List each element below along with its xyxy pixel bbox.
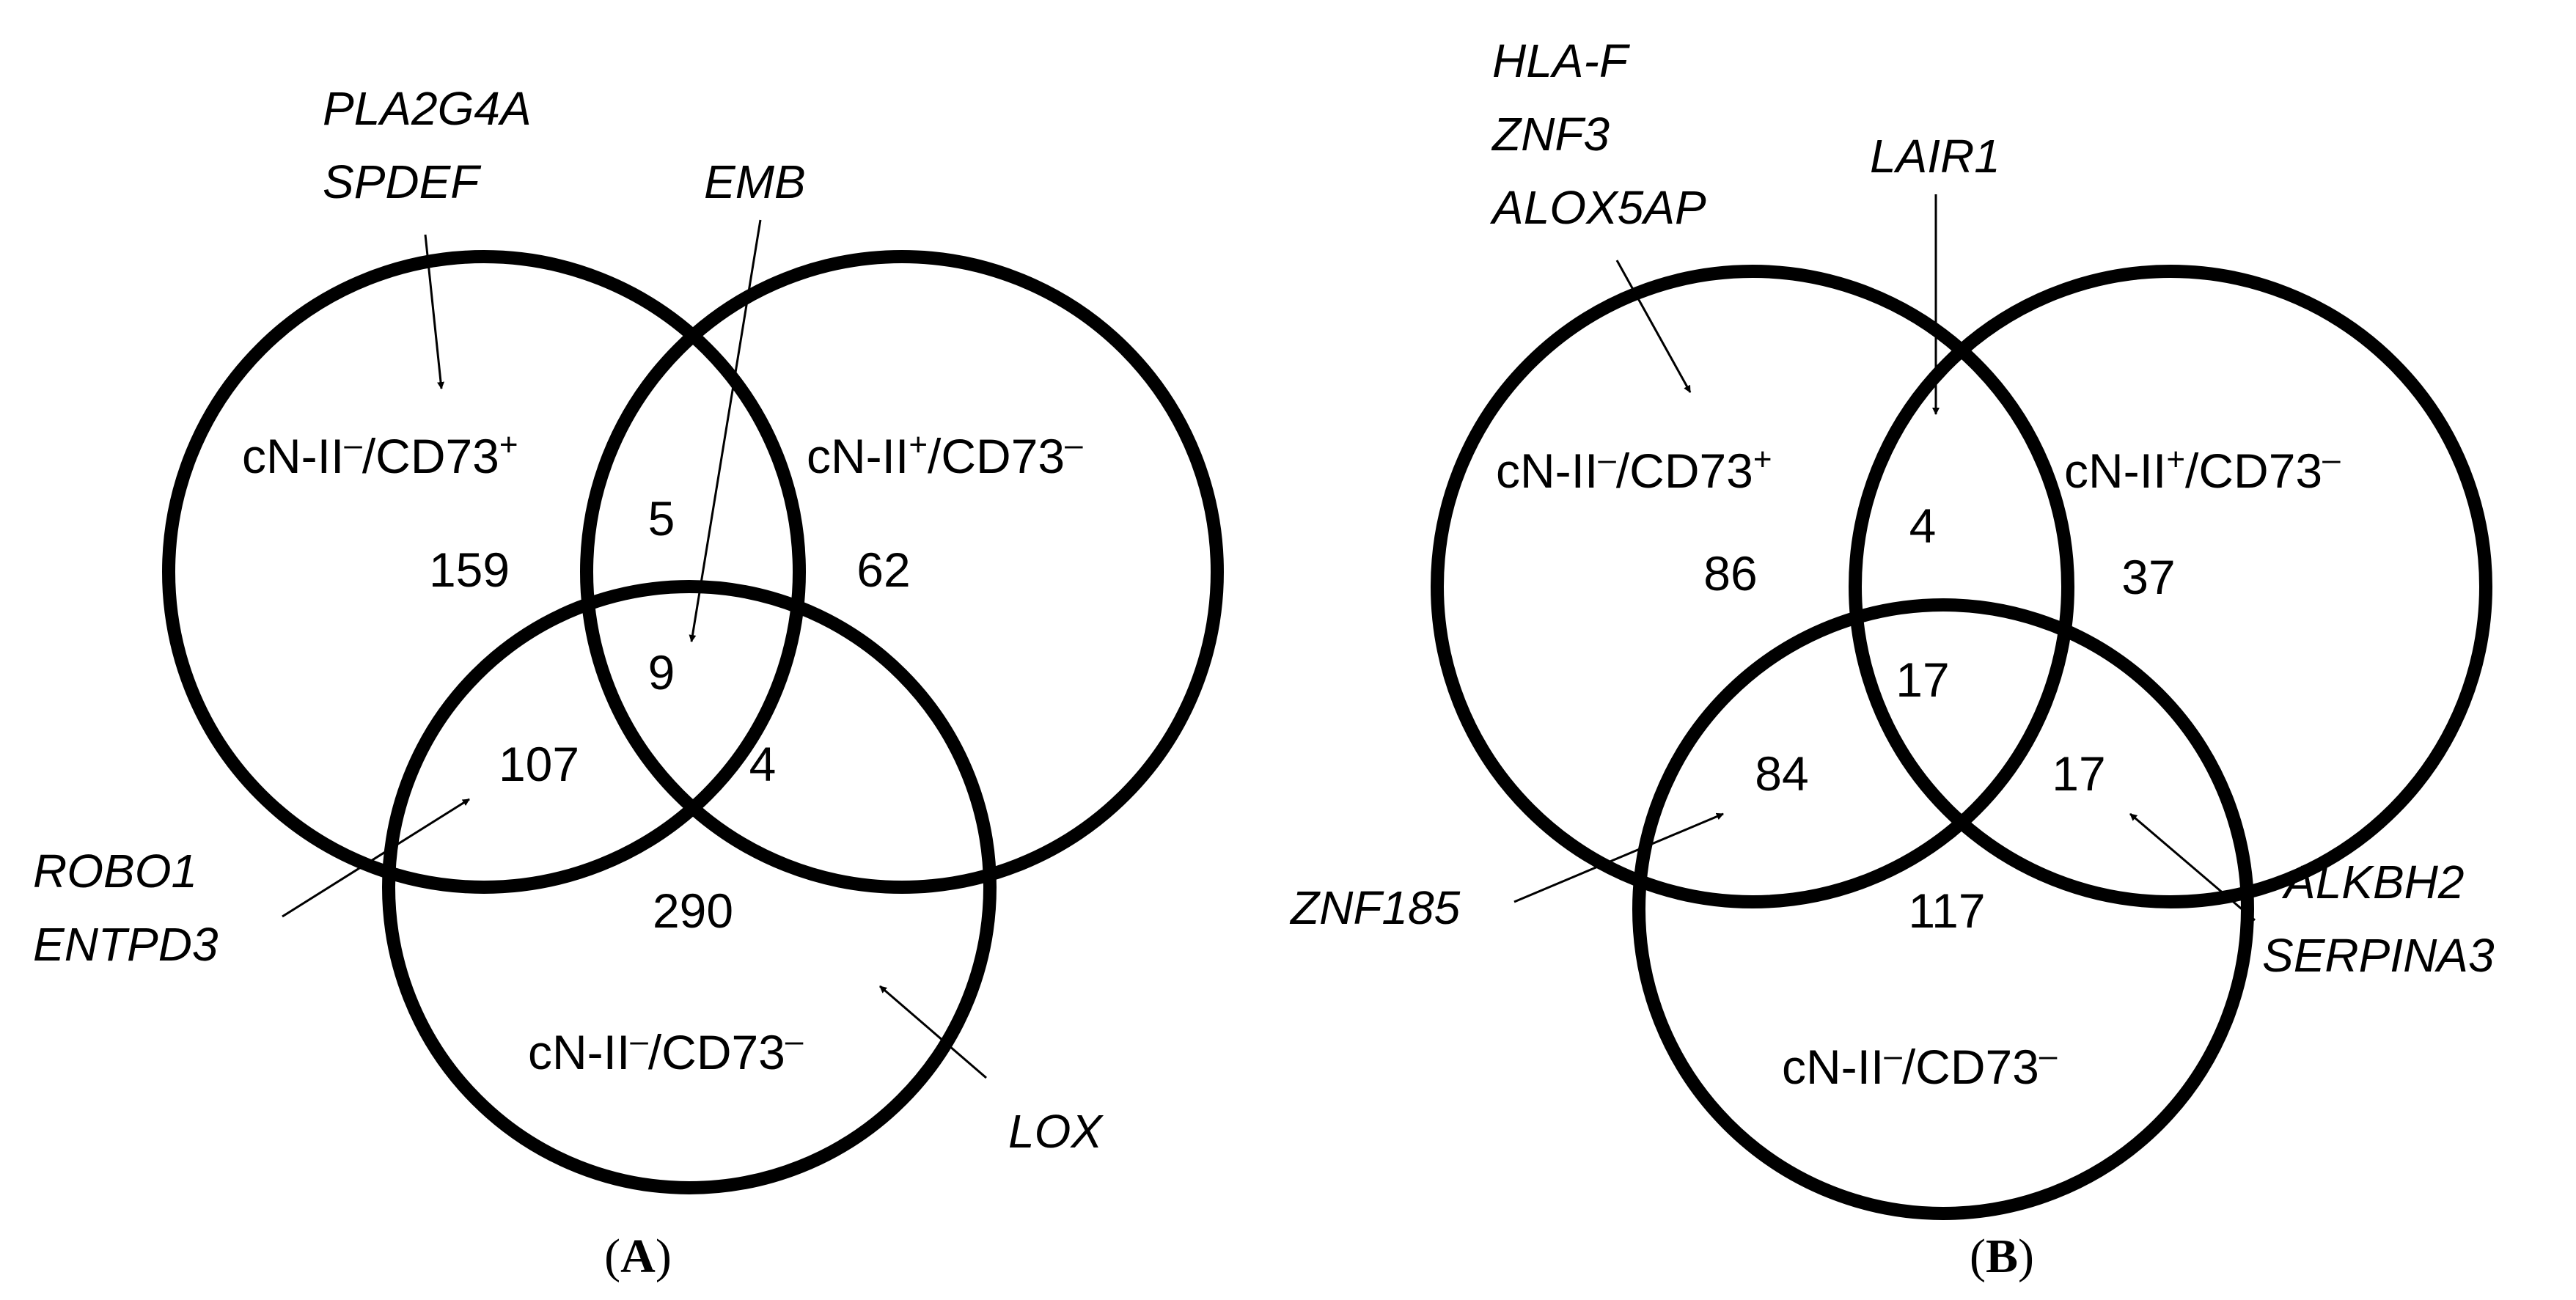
gene-label: ROBO1 [33,845,197,897]
set-label-left: cN-II–/CD73+ [1496,441,1772,498]
count-left-bottom: 107 [499,737,579,791]
arrow-pointer [424,234,445,389]
gene-label: SERPINA3 [2262,929,2495,982]
gene-label: ALOX5AP [1489,181,1706,234]
set-label-right: cN-II+/CD73– [807,427,1083,483]
set-circle-bottom [382,580,997,1194]
set-label-bottom: cN-II–/CD73– [1782,1038,2058,1094]
set-circle-right [1849,265,2492,908]
count-right-bottom: 17 [2052,746,2105,801]
arrow-pointer [282,798,470,918]
gene-label: ENTPD3 [33,918,219,971]
count-left-only: 159 [429,543,510,597]
gene-label: EMB [704,155,806,208]
count-right-only: 37 [2121,550,2175,604]
gene-label: LOX [1008,1105,1104,1158]
gene-label: ALKBH2 [2281,856,2464,908]
count-left-only: 86 [1703,546,1757,601]
set-circle-bottom [1632,598,2254,1220]
set-circle-left [162,250,806,894]
count-right-only: 62 [856,543,910,597]
gene-label: HLA-F [1492,34,1631,87]
arrow-pointer [1513,812,1724,903]
gene-label: LAIR1 [1870,130,2000,183]
panel-a: cN-II–/CD73+ cN-II+/CD73– cN-II–/CD73– 1… [33,82,1224,1283]
set-label-left: cN-II–/CD73+ [242,427,518,483]
arrow-pointer [689,219,762,642]
gene-label: SPDEF [323,155,482,208]
set-label-right: cN-II+/CD73– [2064,441,2341,498]
gene-label: PLA2G4A [323,82,532,135]
set-circle-left [1431,265,2074,908]
arrow-pointer [1615,260,1692,393]
count-left-right: 4 [1909,499,1937,553]
arrow-pointer [879,985,987,1079]
set-label-bottom: cN-II–/CD73– [528,1023,804,1079]
count-bottom-only: 117 [1908,884,1985,938]
count-right-bottom: 4 [749,737,777,791]
gene-label: ZNF185 [1289,881,1461,934]
gene-label: ZNF3 [1491,108,1610,161]
count-all-three: 9 [648,645,675,699]
panel-caption: (B) [1970,1230,2034,1283]
arrow-pointer [2129,812,2256,922]
count-left-right: 5 [648,491,675,546]
count-bottom-only: 290 [653,884,733,938]
panel-caption: (A) [604,1230,672,1283]
set-circle-right [580,250,1224,894]
count-all-three: 17 [1896,653,1949,707]
panel-b: cN-II–/CD73+ cN-II+/CD73– cN-II–/CD73– 8… [1289,34,2495,1283]
count-left-bottom: 84 [1755,746,1808,801]
